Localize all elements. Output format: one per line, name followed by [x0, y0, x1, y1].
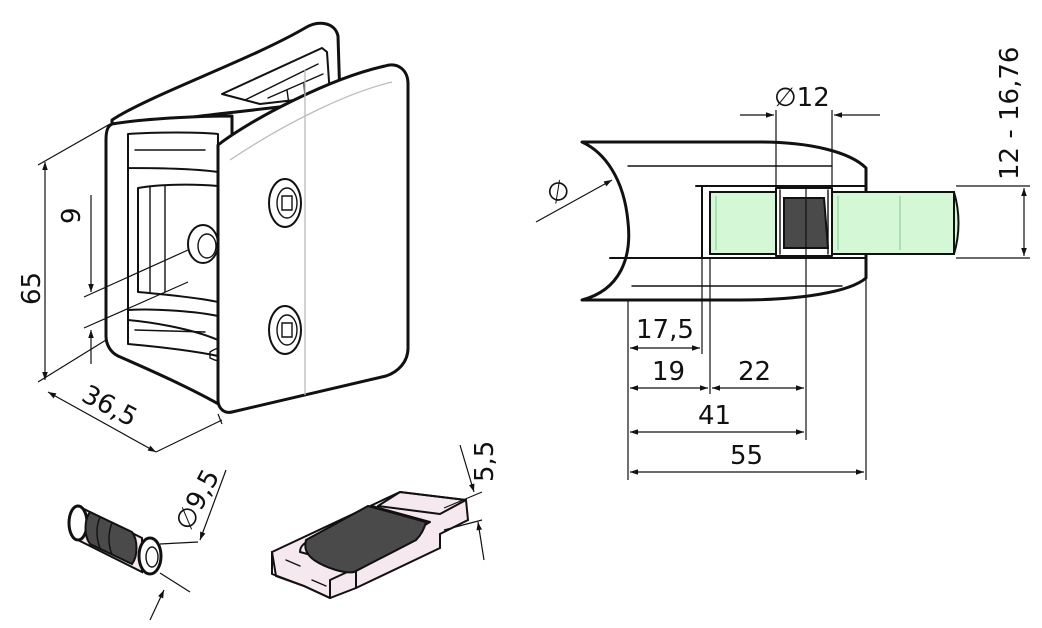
dim-glass-range: 12 - 16,76	[956, 47, 1030, 259]
dim-41-label: 41	[698, 401, 731, 431]
dim-55-label: 55	[730, 441, 763, 471]
dim-tube-diameter-label: ∅	[542, 174, 577, 211]
dim-tube-diameter: ∅	[535, 174, 613, 223]
dim-insert-thickness-label: 5,5	[470, 441, 500, 482]
dim-height-label: 65	[17, 272, 47, 305]
dim-extension-lines	[627, 258, 867, 480]
dim-19: 19	[630, 357, 708, 391]
dim-55: 55	[630, 441, 864, 475]
screw-bottom	[268, 305, 302, 355]
clamp-front-face	[104, 114, 234, 414]
dim-insert-thickness: 5,5	[443, 441, 500, 561]
dim-height: 65	[17, 123, 111, 383]
dim-41: 41	[630, 401, 804, 435]
dim-pin-diameter-label: ∅9,5	[170, 465, 227, 536]
section-view	[580, 140, 960, 440]
dim-bolt-diameter: ∅12	[740, 83, 880, 188]
dim-19-label: 19	[652, 357, 685, 387]
section-glass-left	[709, 191, 777, 255]
clamp-top-slot	[221, 47, 331, 105]
dim-depth-label: 36,5	[77, 380, 142, 434]
dim-glass-range-label: 12 - 16,76	[995, 47, 1025, 180]
insert-part	[270, 490, 470, 600]
screw-top	[268, 178, 302, 228]
section-glass-right	[831, 191, 955, 255]
dim-hole-offset-label: 9	[57, 207, 87, 224]
dim-17-5-label: 17,5	[636, 315, 694, 345]
clamp-body	[104, 21, 410, 414]
dim-bolt-diameter-label: ∅12	[774, 83, 830, 113]
dim-22-label: 22	[738, 357, 771, 387]
dim-hole-offset: 9	[57, 195, 189, 364]
insert-rubber-pad	[304, 504, 428, 574]
dim-pin-diameter: ∅9,5	[149, 465, 227, 621]
clamp-side-plate	[216, 63, 410, 414]
pin-part	[67, 504, 163, 576]
dim-17-5: 17,5	[630, 315, 700, 351]
dim-22: 22	[712, 357, 804, 391]
